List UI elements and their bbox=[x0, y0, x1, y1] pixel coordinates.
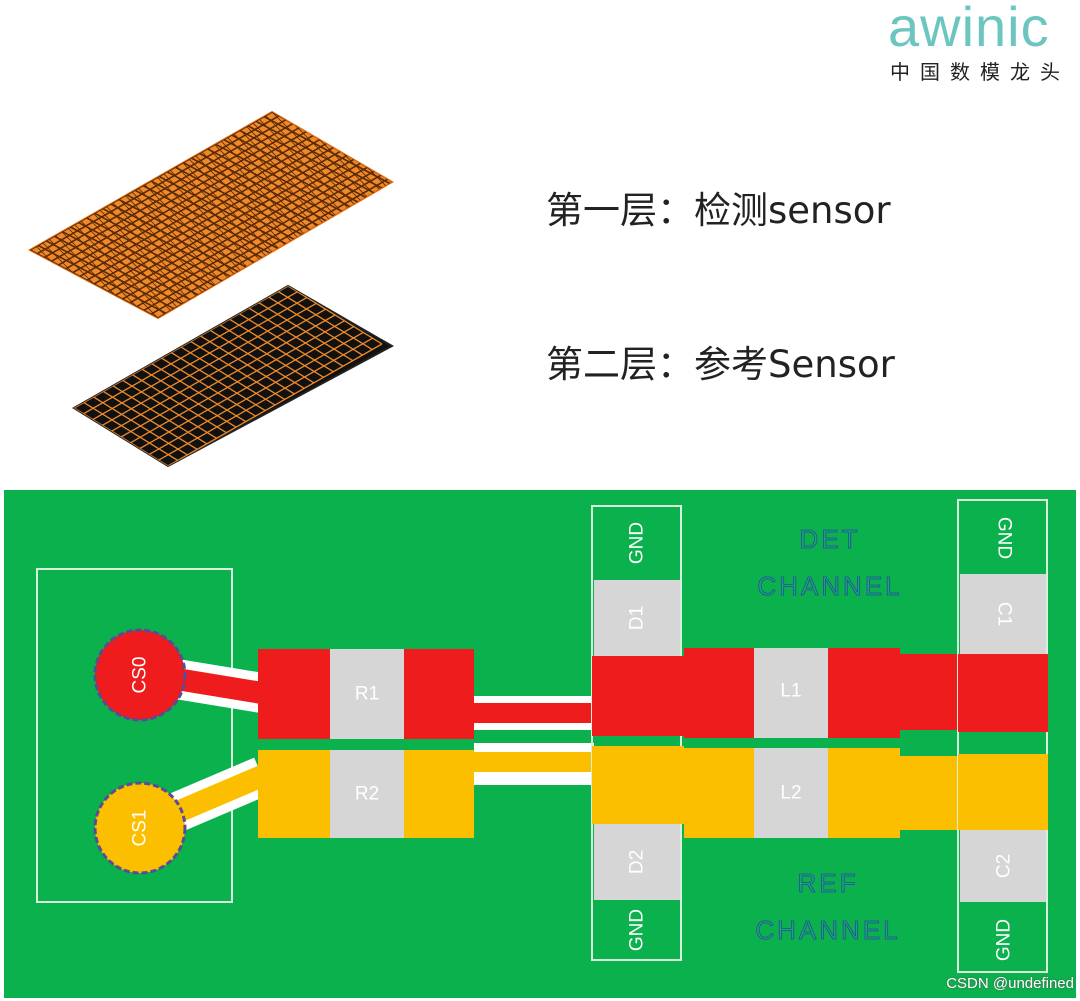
r1-label: R1 bbox=[355, 684, 379, 705]
l1-body bbox=[754, 648, 828, 738]
d1-label: D1 bbox=[627, 606, 648, 630]
c1-body bbox=[960, 574, 1046, 654]
l1-pad-right bbox=[828, 648, 900, 738]
gnd-label-c1: GND bbox=[994, 517, 1015, 559]
cs0-pad bbox=[93, 628, 187, 722]
r2-pad-left bbox=[258, 750, 330, 838]
l2-body bbox=[754, 748, 828, 838]
l2-pad-right bbox=[828, 748, 900, 838]
c1-label: C1 bbox=[994, 602, 1015, 626]
sensor-layers-illustration bbox=[27, 110, 395, 468]
r1-pad-right bbox=[404, 649, 474, 739]
d1-pad bbox=[592, 656, 684, 736]
gnd-label-c2: GND bbox=[994, 919, 1015, 961]
r2-label: R2 bbox=[355, 784, 379, 805]
d2-body bbox=[594, 824, 680, 900]
det-channel-label-line1: DET bbox=[800, 524, 861, 554]
cs1-label: CS1 bbox=[130, 810, 151, 847]
l2-pad-left bbox=[684, 748, 754, 838]
sensor-pad-outline bbox=[36, 568, 233, 903]
c1-pad bbox=[958, 654, 1048, 732]
l2-label: L2 bbox=[780, 783, 801, 804]
ref-channel-label-line1: REF bbox=[798, 868, 859, 898]
det-connector bbox=[900, 654, 960, 730]
d2-label: D2 bbox=[627, 850, 648, 874]
awinic-logo: awinic bbox=[888, 0, 1050, 58]
r2-body bbox=[330, 750, 404, 838]
c2-body bbox=[960, 830, 1046, 902]
r2-pad-right bbox=[404, 750, 474, 838]
logo-tagline: 中国数模龙头 bbox=[890, 60, 1070, 84]
cs0-label: CS0 bbox=[130, 657, 151, 694]
d1-body bbox=[594, 580, 680, 656]
d2-pad bbox=[592, 746, 684, 824]
l1-pad-left bbox=[684, 648, 754, 738]
c2-pad bbox=[958, 754, 1048, 830]
pcb-layout: CS0 CS1 R1 R2 GND D1 D2 GND L1 L2 GND C1… bbox=[4, 490, 1076, 998]
r1-pad-left bbox=[258, 649, 330, 739]
det-bridge bbox=[474, 703, 594, 723]
cs1-pad bbox=[93, 781, 187, 875]
c-column-outline bbox=[957, 499, 1048, 973]
ref-connector bbox=[900, 756, 960, 830]
gnd-label-d1: GND bbox=[627, 522, 648, 564]
detect-sensor-mesh bbox=[27, 110, 394, 320]
r1-body bbox=[330, 649, 404, 739]
gnd-label-d2: GND bbox=[627, 909, 648, 951]
layer2-label: 第二层：参考Sensor bbox=[546, 343, 895, 386]
layer1-label: 第一层：检测sensor bbox=[546, 189, 891, 232]
ref-bridge bbox=[474, 752, 594, 772]
csdn-watermark: CSDN @undefined bbox=[946, 975, 1074, 992]
ref-channel-label-line2: CHANNEL bbox=[755, 915, 900, 945]
c2-label: C2 bbox=[994, 854, 1015, 878]
l1-label: L1 bbox=[780, 681, 801, 702]
reference-sensor-mesh bbox=[72, 284, 395, 468]
det-channel-label-line2: CHANNEL bbox=[757, 571, 902, 601]
